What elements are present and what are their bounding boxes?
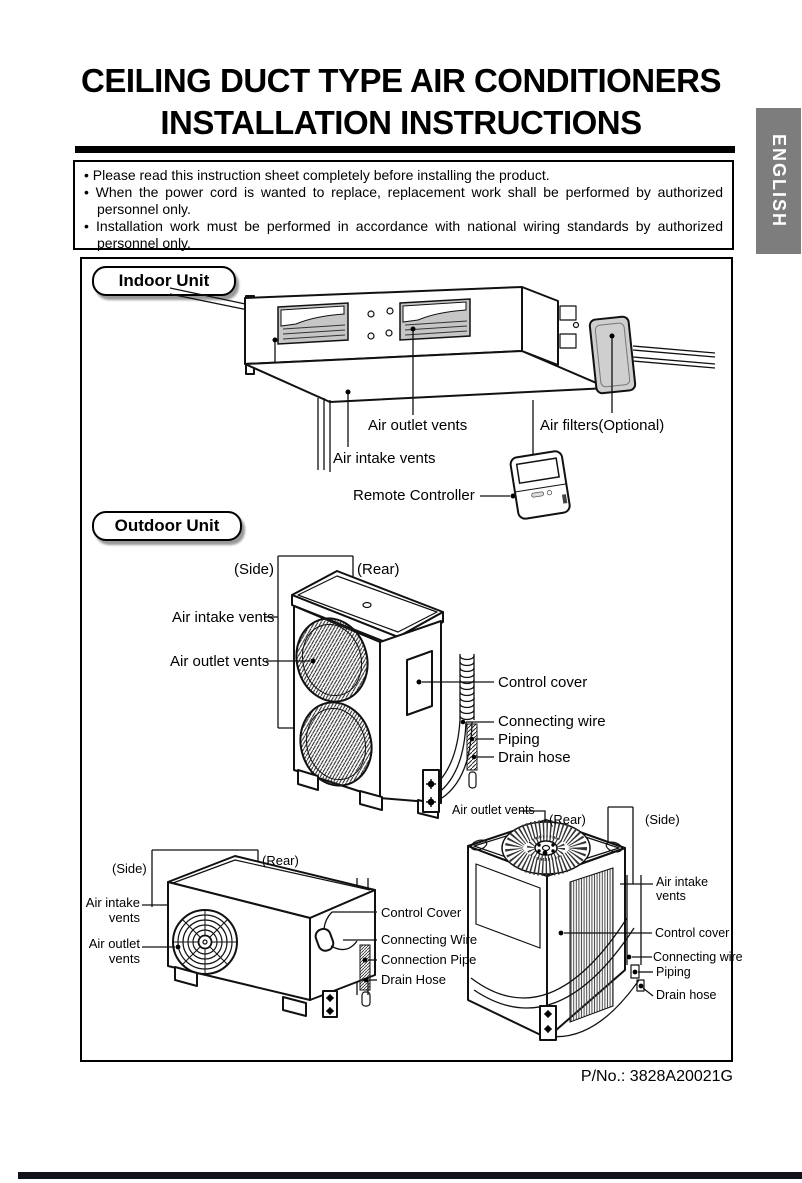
indoor-pill-text: Indoor Unit: [118, 271, 210, 290]
label-ou3-rear: (Rear): [549, 812, 586, 827]
label-remote-controller: Remote Controller: [353, 487, 475, 504]
page-title: CEILING DUCT TYPE AIR CONDITIONERS INSTA…: [0, 60, 802, 144]
outdoor-unit2-diagram: [142, 849, 377, 1018]
remote-controller-shape: [509, 450, 571, 520]
label-ou1-side: (Side): [234, 561, 275, 578]
label-ou2-air-outlet-vents: Air outlet vents: [88, 936, 140, 966]
label-ou3-piping: Piping: [656, 965, 691, 979]
label-ou3-drain-hose: Drain hose: [656, 988, 717, 1002]
label-ou3-air-intake-vents: Air intake vents: [656, 875, 709, 903]
label-ou2-rear: (Rear): [262, 853, 299, 868]
notice-item: • When the power cord is wanted to repla…: [84, 184, 723, 218]
bullet-icon: •: [84, 184, 89, 200]
label-indoor-air-outlet-vents: Air outlet vents: [368, 417, 468, 434]
footer-rule: [18, 1172, 802, 1179]
page-title-line1: CEILING DUCT TYPE AIR CONDITIONERS: [81, 62, 721, 99]
label-ou1-air-outlet-vents: Air outlet vents: [170, 653, 270, 670]
label-ou2-connecting-wire: Connecting Wire: [381, 932, 478, 947]
label-ou1-piping: Piping: [498, 731, 540, 748]
label-indoor-air-intake-vents: Air intake vents: [333, 450, 436, 467]
notice-box: • Please read this instruction sheet com…: [73, 160, 734, 252]
indoor-unit-section-label: Indoor Unit: [92, 266, 236, 296]
label-ou1-control-cover: Control cover: [498, 674, 588, 691]
outdoor-unit-section-label: Outdoor Unit: [92, 511, 242, 541]
label-ou1-connecting-wire: Connecting wire: [498, 713, 606, 730]
outdoor-unit3-diagram: [467, 806, 654, 1041]
diagram-frame: [80, 257, 733, 1062]
label-ou1-rear: (Rear): [357, 561, 400, 578]
top-fan-grille: [501, 820, 591, 876]
notice-item: • Please read this instruction sheet com…: [84, 167, 723, 184]
label-ou2-control-cover: Control Cover: [381, 905, 462, 920]
label-ou3-air-outlet-vents: Air outlet vents: [452, 803, 535, 817]
language-tab-label: ENGLISH: [769, 133, 789, 228]
indoor-unit-diagram: [169, 286, 716, 520]
fan-grille: [172, 909, 238, 975]
title-rule: [75, 146, 735, 153]
notice-text: Please read this instruction sheet compl…: [92, 167, 550, 183]
notice-item: • Installation work must be performed in…: [84, 218, 723, 252]
label-ou2-connection-pipe: Connection Pipe: [381, 952, 477, 967]
notice-text: Installation work must be performed in a…: [96, 218, 724, 251]
part-number: P/No.: 3828A20021G: [580, 1068, 733, 1085]
outdoor-unit1-diagram: [265, 555, 494, 819]
language-tab: ENGLISH: [756, 108, 801, 254]
label-ou1-air-intake-vents: Air intake vents: [172, 609, 275, 626]
label-ou3-control-cover: Control cover: [655, 926, 730, 940]
label-ou3-connecting-wire: Connecting wire: [653, 950, 743, 964]
label-ou2-side: (Side): [112, 861, 147, 876]
label-ou1-drain-hose: Drain hose: [498, 749, 571, 766]
bullet-icon: •: [84, 218, 89, 234]
label-ou3-side: (Side): [645, 812, 680, 827]
notice-text: When the power cord is wanted to replace…: [95, 184, 724, 217]
label-ou2-drain-hose: Drain Hose: [381, 972, 447, 987]
label-ou2-air-intake-vents: Air intake vents: [85, 895, 140, 925]
bullet-icon: •: [84, 167, 89, 183]
label-indoor-air-filters: Air filters(Optional): [540, 417, 665, 434]
outdoor-pill-text: Outdoor Unit: [114, 516, 220, 535]
page-title-line2: INSTALLATION INSTRUCTIONS: [160, 104, 642, 141]
